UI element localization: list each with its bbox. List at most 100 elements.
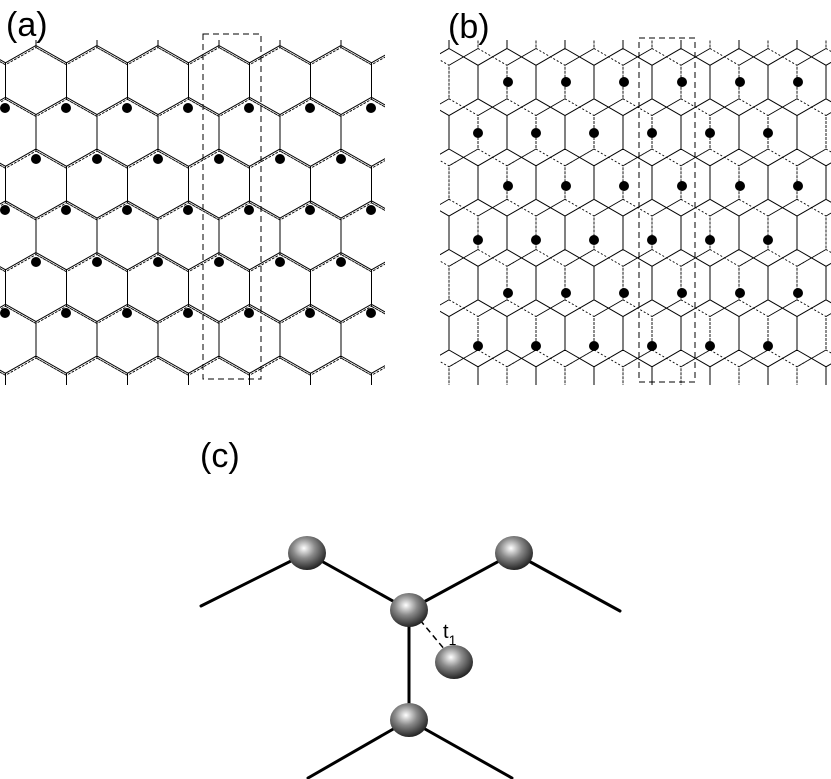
panel-a-dimer-site bbox=[366, 308, 376, 318]
atom-bottom bbox=[390, 703, 428, 737]
atom-top-left bbox=[288, 536, 326, 570]
atom-second-layer bbox=[435, 645, 473, 679]
panel-a-dimer-site bbox=[336, 154, 346, 164]
panel-b-dimer-site bbox=[589, 235, 599, 245]
hopping-t1-label: t1 bbox=[443, 621, 457, 648]
bond-left-outer bbox=[199, 551, 309, 608]
panel-b-unit-cell-box bbox=[638, 37, 696, 383]
bond-right-center bbox=[407, 551, 516, 612]
panel-b-dimer-site bbox=[619, 77, 629, 87]
hopping-t-symbol: t bbox=[443, 621, 449, 643]
panel-a-dimer-site bbox=[122, 308, 132, 318]
panel-a-dimer-site bbox=[214, 257, 224, 267]
panel-a-dimer-site bbox=[92, 257, 102, 267]
panel-a-dimer-site bbox=[275, 257, 285, 267]
panel-a-dimer-site bbox=[244, 103, 254, 113]
panel-b-dimer-sites bbox=[473, 77, 803, 351]
panel-b-dimer-site bbox=[647, 128, 657, 138]
panel-b-dimer-site bbox=[705, 235, 715, 245]
panel-a-dimer-sites bbox=[0, 103, 376, 318]
panel-a-dimer-site bbox=[183, 308, 193, 318]
panel-b-dimer-site bbox=[763, 341, 773, 351]
panel-b-dimer-site bbox=[793, 181, 803, 191]
bond-left-center bbox=[305, 551, 411, 612]
hopping-t1-dashed bbox=[419, 619, 446, 651]
panel-b-dimer-site bbox=[677, 181, 687, 191]
panel-b-label: (b) bbox=[448, 8, 490, 46]
panel-a-dimer-site bbox=[153, 257, 163, 267]
panel-a-top-layer-edges bbox=[0, 40, 385, 385]
panel-b-bottom-layer-edges bbox=[440, 40, 831, 385]
panel-c-label: (c) bbox=[200, 437, 240, 475]
panel-b-dimer-site bbox=[503, 77, 513, 87]
panel-b-dimer-site bbox=[473, 128, 483, 138]
panel-a: (a) bbox=[0, 6, 385, 385]
panel-b-top-layer-edges bbox=[440, 40, 831, 385]
panel-b-bottom-layer bbox=[440, 40, 831, 385]
panel-a-top-layer bbox=[0, 40, 385, 385]
panel-a-dimer-site bbox=[305, 205, 315, 215]
panel-b-dimer-site bbox=[473, 341, 483, 351]
panel-b-dimer-site bbox=[619, 181, 629, 191]
panel-a-dimer-site bbox=[275, 154, 285, 164]
bond-right-outer bbox=[512, 551, 622, 613]
panel-b-dimer-site bbox=[677, 77, 687, 87]
panel-b-dimer-site bbox=[589, 341, 599, 351]
panel-a-dimer-site bbox=[122, 205, 132, 215]
bond-bottom-left bbox=[306, 718, 411, 779]
panel-b-dimer-site bbox=[705, 341, 715, 351]
panel-b-dimer-site bbox=[503, 181, 513, 191]
panel-a-dimer-site bbox=[366, 205, 376, 215]
panel-b-dimer-site bbox=[647, 235, 657, 245]
panel-a-dimer-site bbox=[122, 103, 132, 113]
panel-b-dimer-site bbox=[793, 288, 803, 298]
panel-a-unit-cell-box bbox=[202, 33, 262, 380]
panel-b-dimer-site bbox=[531, 341, 541, 351]
panel-a-bottom-layer bbox=[0, 40, 385, 385]
panel-a-dimer-site bbox=[214, 154, 224, 164]
panel-a-dimer-site bbox=[0, 103, 10, 113]
panel-a-dimer-site bbox=[183, 103, 193, 113]
panel-a-lattice bbox=[0, 40, 385, 385]
panel-b-dimer-site bbox=[763, 128, 773, 138]
atom-top-right bbox=[495, 536, 533, 570]
panel-b-dimer-site bbox=[589, 128, 599, 138]
panel-b-top-layer bbox=[440, 40, 831, 385]
panel-b-dimer-site bbox=[473, 235, 483, 245]
panel-c: (c) t1 bbox=[199, 437, 622, 779]
panel-b-dimer-site bbox=[763, 235, 773, 245]
panel-a-dimer-site bbox=[366, 103, 376, 113]
panel-a-dimer-site bbox=[153, 154, 163, 164]
panel-b-lattice bbox=[440, 40, 831, 385]
panel-a-dimer-site bbox=[336, 257, 346, 267]
panel-b-dimer-site bbox=[677, 288, 687, 298]
panel-b-dimer-site bbox=[561, 288, 571, 298]
panel-b-dimer-site bbox=[735, 77, 745, 87]
panel-a-dimer-site bbox=[305, 103, 315, 113]
panel-b: (b) bbox=[440, 8, 831, 385]
panel-a-dimer-site bbox=[0, 308, 10, 318]
panel-b-dimer-site bbox=[531, 128, 541, 138]
panel-b-dimer-site bbox=[561, 181, 571, 191]
hopping-t-subscript: 1 bbox=[449, 632, 457, 648]
panel-b-dimer-site bbox=[735, 181, 745, 191]
atom-center bbox=[390, 593, 428, 627]
panel-a-dimer-site bbox=[31, 257, 41, 267]
panel-a-bottom-layer-edges bbox=[0, 40, 385, 385]
panel-b-dimer-site bbox=[531, 235, 541, 245]
panel-b-dimer-site bbox=[793, 77, 803, 87]
panel-a-dimer-site bbox=[244, 205, 254, 215]
panel-b-dimer-site bbox=[705, 128, 715, 138]
bond-bottom-right bbox=[407, 718, 514, 779]
panel-a-dimer-site bbox=[244, 308, 254, 318]
panel-b-dimer-site bbox=[561, 77, 571, 87]
panel-c-bonds bbox=[199, 551, 622, 779]
panel-b-dimer-site bbox=[735, 288, 745, 298]
panel-a-dimer-site bbox=[92, 154, 102, 164]
panel-a-dimer-site bbox=[61, 103, 71, 113]
panel-a-dimer-site bbox=[61, 308, 71, 318]
panel-b-dimer-site bbox=[647, 341, 657, 351]
panel-a-label: (a) bbox=[6, 6, 48, 44]
panel-a-dimer-site bbox=[183, 205, 193, 215]
